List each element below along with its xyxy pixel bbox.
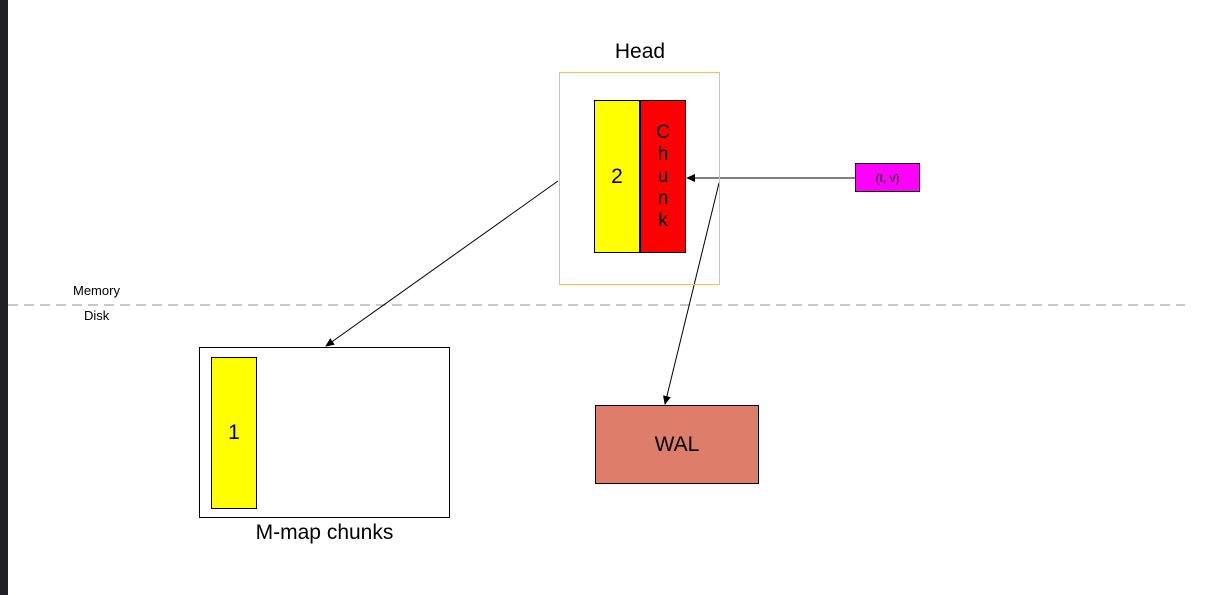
chunk-letter: u <box>657 165 669 187</box>
mmap-chunk-1: 1 <box>211 357 257 509</box>
mmap-chunks-label: M-map chunks <box>255 521 394 544</box>
wal-label: WAL <box>654 432 700 456</box>
sample-tv-label: (t, v) <box>875 170 900 185</box>
head-box <box>559 72 720 285</box>
chunk-letter: n <box>657 187 669 209</box>
disk-label: Disk <box>84 308 110 323</box>
memory-label: Memory <box>73 283 120 298</box>
mmap-chunk-1-label: 1 <box>228 421 240 444</box>
sample-tv-box: (t, v) <box>855 163 920 192</box>
window-left-edge <box>0 0 8 595</box>
chunk-letter: k <box>658 209 668 231</box>
head-chunk-2-label: 2 <box>611 164 623 188</box>
wal-box: WAL <box>595 405 759 484</box>
head-to-mmap-arrow <box>325 180 559 347</box>
sample-to-wal-arrow <box>663 182 720 405</box>
chunk-letter: C <box>656 121 670 143</box>
chunk-letter: h <box>657 143 669 165</box>
head-chunk-2: 2 <box>594 100 640 253</box>
head-title: Head <box>614 40 666 63</box>
head-active-chunk: C h u n k <box>640 100 686 253</box>
